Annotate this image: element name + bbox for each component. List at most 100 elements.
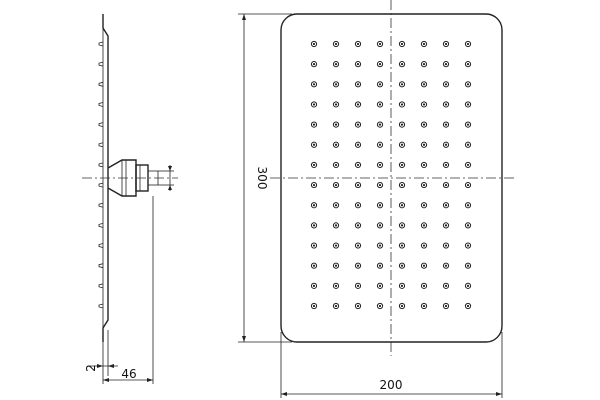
nozzle-core [312, 244, 316, 247]
nozzle-core [422, 244, 426, 247]
nozzle-core [400, 183, 404, 187]
nozzle-core [422, 284, 426, 287]
nozzle-core [334, 63, 338, 66]
nozzle-core [378, 244, 382, 247]
nozzle-core [444, 204, 448, 207]
nozzle-core [400, 123, 404, 126]
nozzle-core [356, 304, 360, 308]
nozzle-core [400, 42, 404, 46]
nozzle-core [466, 123, 470, 126]
plate-thickness-label: 2 [84, 364, 98, 372]
nozzle-core [400, 224, 404, 227]
nozzle-core [400, 264, 404, 267]
nozzle-core [312, 42, 316, 46]
nozzle-core [356, 284, 360, 287]
nozzle-core [356, 103, 360, 106]
nozzle-core [378, 264, 382, 267]
nozzle-core [466, 103, 470, 106]
nozzle-core [444, 224, 448, 227]
nozzle-core [466, 204, 470, 207]
nozzle-core [400, 83, 404, 86]
nozzle-core [422, 264, 426, 267]
nozzle-core [444, 123, 448, 126]
nozzle-core [312, 163, 316, 167]
nozzle-core [422, 63, 426, 66]
nozzle-core [422, 204, 426, 207]
nozzle-core [466, 264, 470, 267]
nozzle-core [422, 224, 426, 227]
nozzle-core [378, 123, 382, 126]
nozzle-core [378, 224, 382, 227]
nozzle-core [378, 284, 382, 287]
side-nozzle [98, 263, 104, 269]
nozzle-core [378, 42, 382, 46]
nozzle-core [312, 264, 316, 267]
nozzle-core [444, 63, 448, 66]
nozzle-core [422, 42, 426, 46]
nozzle-core [356, 224, 360, 227]
nozzle-core [356, 83, 360, 86]
nozzle-core [422, 163, 426, 167]
plate-thickness-dimension [88, 364, 118, 368]
nozzle-core [444, 143, 448, 146]
side-nozzle [98, 283, 104, 289]
side-nozzle [98, 81, 104, 87]
nozzle-core [378, 103, 382, 106]
nozzle-core [378, 63, 382, 66]
nozzle-core [466, 63, 470, 66]
nozzle-core [378, 143, 382, 146]
nozzle-core [356, 204, 360, 207]
nozzle-core [312, 304, 316, 308]
width-label: 200 [380, 378, 403, 392]
nozzle-core [334, 83, 338, 86]
nozzle-core [466, 83, 470, 86]
depth-dimension [103, 378, 153, 382]
width-dimension [280, 332, 503, 398]
side-nozzle [98, 303, 104, 309]
nozzle-core [400, 63, 404, 66]
nozzle-core [334, 224, 338, 227]
nozzle-core [400, 103, 404, 106]
nozzle-core [312, 183, 316, 187]
nozzle-core [444, 304, 448, 308]
nozzle-core [422, 304, 426, 308]
nozzle-core [334, 244, 338, 247]
nozzle-core [312, 83, 316, 86]
nozzle-core [466, 42, 470, 46]
shower-plate-outline [280, 13, 503, 343]
nozzle-core [444, 103, 448, 106]
connector-dimension [158, 165, 174, 191]
side-nozzle [98, 61, 104, 67]
nozzle-core [334, 42, 338, 46]
nozzle-core [356, 123, 360, 126]
nozzle-core [444, 83, 448, 86]
side-nozzle [98, 142, 104, 148]
nozzle-core [334, 264, 338, 267]
nozzle-core [334, 304, 338, 308]
nozzle-core [400, 143, 404, 146]
nozzle-core [356, 264, 360, 267]
nozzle-core [444, 264, 448, 267]
nozzle-core [422, 183, 426, 187]
nozzle-core [422, 83, 426, 86]
nozzle-core [312, 143, 316, 146]
side-nozzle [98, 202, 104, 208]
nozzle-core [444, 183, 448, 187]
nozzle-core [466, 284, 470, 287]
nozzle-core [334, 163, 338, 167]
nozzle-core [334, 123, 338, 126]
nozzle-core [312, 103, 316, 106]
nozzle-core [444, 163, 448, 167]
nozzle-core [400, 204, 404, 207]
nozzle-core [400, 284, 404, 287]
nozzle-core [334, 204, 338, 207]
nozzle-core [378, 304, 382, 308]
side-nozzle [98, 41, 104, 47]
nozzle-core [312, 284, 316, 287]
height-dimension [238, 13, 292, 343]
nozzle-core [466, 143, 470, 146]
side-nozzle [98, 243, 104, 248]
height-label: 300 [255, 167, 269, 190]
nozzle-grid [310, 40, 472, 310]
